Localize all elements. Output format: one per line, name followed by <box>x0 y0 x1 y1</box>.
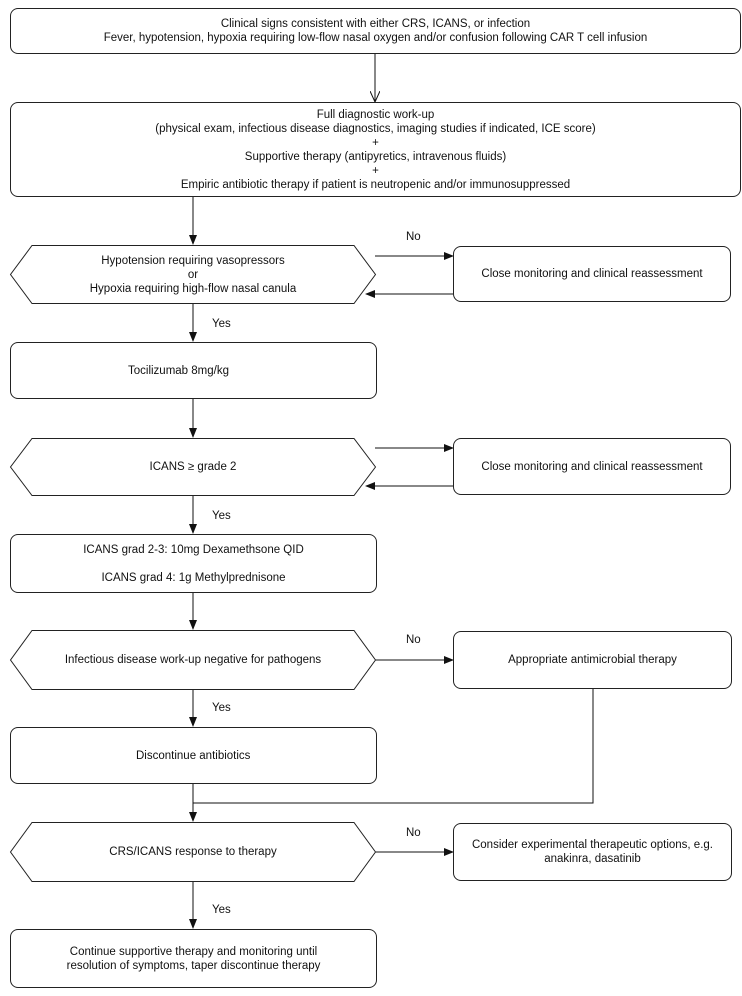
steroids-line1: ICANS grad 2-3: 10mg Dexamethsone QID <box>83 543 304 556</box>
final-line2: resolution of symptoms, taper discontinu… <box>66 959 321 972</box>
monitor-box-2: Close monitoring and clinical reassessme… <box>453 438 731 495</box>
antimicrobial-text: Appropriate antimicrobial therapy <box>508 654 677 666</box>
hypotension-line1: Hypotension requiring vasopressors <box>101 254 285 267</box>
final-box: Continue supportive therapy and monitori… <box>10 929 377 988</box>
decision-hypotension: Hypotension requiring vasopressors or Hy… <box>9 245 377 304</box>
workup-title: Full diagnostic work-up <box>316 108 435 121</box>
tocilizumab-text: Tocilizumab 8mg/kg <box>128 364 229 377</box>
tocilizumab-box: Tocilizumab 8mg/kg <box>10 342 377 399</box>
gte-symbol: ≥ <box>187 461 195 473</box>
monitor-text-1: Close monitoring and clinical reassessme… <box>481 268 703 280</box>
hexagon-shape <box>9 630 377 690</box>
hexagon-shape <box>9 822 377 882</box>
experimental-line2: anakinra, dasatinib <box>544 853 641 865</box>
decision-icans: ICANS ≥ grade 2 <box>9 438 377 496</box>
label-yes-icans: Yes <box>212 510 231 522</box>
start-box: Clinical signs consistent with either CR… <box>10 8 741 54</box>
workup-antibiotics: Empiric antibiotic therapy if patient is… <box>180 178 571 191</box>
hypotension-or: or <box>187 268 199 281</box>
label-no-infection: No <box>406 634 421 646</box>
hexagon-shape <box>9 245 377 304</box>
workup-box: Full diagnostic work-up (physical exam, … <box>10 102 741 197</box>
icans-prefix: ICANS <box>149 461 185 473</box>
decision-response: CRS/ICANS response to therapy <box>9 822 377 882</box>
workup-supportive: Supportive therapy (antipyretics, intrav… <box>244 150 507 163</box>
icans-suffix: grade 2 <box>197 461 237 473</box>
label-no-hypotension: No <box>406 231 421 243</box>
start-line2: Fever, hypotension, hypoxia requiring lo… <box>103 32 648 44</box>
workup-plus-1: + <box>372 136 379 149</box>
hypoxia-line: Hypoxia requiring high-flow nasal canula <box>89 282 297 295</box>
discontinue-text: Discontinue antibiotics <box>136 749 251 762</box>
label-yes-infection: Yes <box>212 702 231 714</box>
workup-details: (physical exam, infectious disease diagn… <box>155 122 596 135</box>
label-yes-response: Yes <box>212 904 231 916</box>
steroids-line2: ICANS grad 4: 1g Methylprednisone <box>101 571 286 584</box>
workup-plus-2: + <box>372 164 379 177</box>
antimicrobial-box: Appropriate antimicrobial therapy <box>453 631 732 689</box>
decision-infection: Infectious disease work-up negative for … <box>9 630 377 690</box>
final-line1: Continue supportive therapy and monitori… <box>69 945 318 958</box>
infection-text: Infectious disease work-up negative for … <box>64 654 322 666</box>
hexagon-shape <box>9 438 377 496</box>
label-no-response: No <box>406 827 421 839</box>
monitor-box-1: Close monitoring and clinical reassessme… <box>453 246 731 302</box>
start-line1: Clinical signs consistent with either CR… <box>220 18 531 30</box>
line-antimicrobial-merge <box>193 689 594 804</box>
steroids-box: ICANS grad 2-3: 10mg Dexamethsone QID IC… <box>10 534 377 593</box>
label-yes-hypotension: Yes <box>212 318 231 330</box>
experimental-line1: Consider experimental therapeutic option… <box>471 839 713 851</box>
discontinue-box: Discontinue antibiotics <box>10 727 377 784</box>
monitor-text-2: Close monitoring and clinical reassessme… <box>481 460 703 473</box>
experimental-box: Consider experimental therapeutic option… <box>453 823 732 881</box>
response-text: CRS/ICANS response to therapy <box>109 846 277 858</box>
